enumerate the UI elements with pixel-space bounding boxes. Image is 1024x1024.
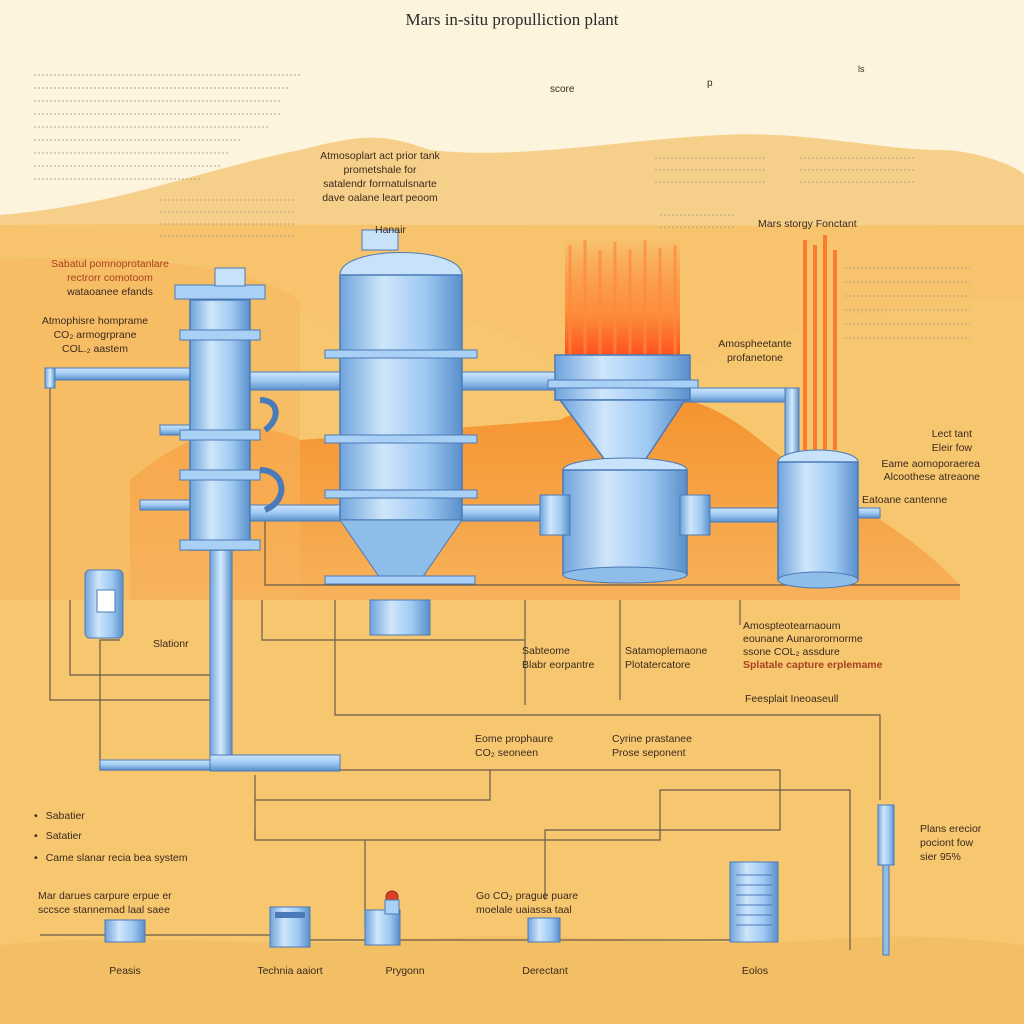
- left-top-label-3: wataoanee efands: [67, 286, 153, 298]
- control-box: [84, 569, 124, 639]
- sensor-pole: [877, 804, 895, 956]
- connector-lines: [40, 380, 960, 950]
- station-label: Slationr: [153, 638, 189, 650]
- ground-label-2: Technia aaiort: [257, 965, 323, 977]
- ground-label-4: Derectant: [522, 965, 568, 977]
- sab2-label-2: Plotatercatore: [625, 659, 691, 671]
- bullet-3: Came slanar recia bea system: [34, 852, 188, 864]
- bottom-mid-label-2: moelale uaiassa taal: [476, 904, 572, 916]
- ls-text: ls: [858, 64, 865, 74]
- tiny-text-rows: [34, 74, 970, 339]
- mid-low-label-3: Cyrine prastanee: [612, 733, 692, 745]
- atmo-low-label-2: eounane Aunarorornorme: [743, 633, 863, 645]
- mars-storage-label: Mars storgy Fonctant: [758, 218, 857, 230]
- drum-tank: [539, 457, 711, 584]
- score-text: score: [550, 84, 575, 95]
- main-tank-label-3: satalendr forrnatulsnarte: [323, 178, 437, 190]
- hopper-reactor: [547, 240, 699, 461]
- bottom-left-label-1: Mar darues carpure erpue er: [38, 890, 172, 902]
- left-mid-label-2: CO₂ armogrprane: [53, 329, 137, 341]
- sab1-label-2: Blabr eorpantre: [522, 659, 595, 671]
- diagram-title: Mars in-situ propulliction plant: [405, 10, 619, 29]
- left-column-tower: [174, 267, 285, 551]
- far-right-label-5: Eatoane cantenne: [862, 494, 948, 506]
- main-tank: [324, 229, 478, 636]
- hill-band: [0, 225, 1024, 380]
- bullet-1: Sabatier: [34, 810, 85, 822]
- storage-tank: [777, 235, 859, 589]
- sab1-label-1: Sabteome: [522, 645, 570, 657]
- feeseplait-label: Feesplait Ineoaseull: [745, 693, 839, 705]
- right-low-label-1: Plans erecior: [920, 823, 982, 835]
- main-pipes: [44, 367, 881, 772]
- left-top-label-2: rectrorr comotoom: [67, 272, 153, 284]
- bottom-left-label-2: sccsce stannemad laal saee: [38, 904, 170, 916]
- ground-label-5: Eolos: [741, 965, 769, 977]
- main-tank-label-1: Atmosoplart act prior tank: [320, 150, 440, 162]
- p-text: p: [707, 78, 713, 89]
- main-tank-label-4: dave oalane leart peoom: [322, 192, 438, 204]
- foreground-dune: [0, 936, 1024, 1024]
- left-mid-label-3: COL.₂ aastem: [62, 343, 128, 355]
- far-right-label-2: Eleir fow: [931, 442, 972, 454]
- flame-right: [803, 235, 837, 450]
- atmo-low-label-4: Splatale capture erplemame: [743, 659, 883, 671]
- mid-low-label-1: Eome prophaure: [475, 733, 554, 745]
- atmo-right-label-1: Amospheetante: [718, 338, 792, 350]
- main-tank-tag: Hanair: [375, 224, 406, 236]
- ground-label-1: Peasis: [109, 965, 141, 977]
- atmo-low-label-1: Amospteotearnaoum: [743, 620, 841, 632]
- ground-equipment: [104, 861, 779, 948]
- ground-label-3: Prygonn: [385, 965, 425, 977]
- atmo-right-label-2: profanetone: [726, 352, 784, 364]
- flame-left: [565, 240, 680, 360]
- bottom-mid-label-1: Go CO₂ prague puare: [476, 890, 579, 902]
- right-low-label-2: pociont fow: [920, 837, 974, 849]
- far-right-label-1: Lect tant: [931, 428, 972, 440]
- left-top-label-1: Sabatul pomnoprotanlare: [51, 258, 169, 270]
- mid-low-label-2: CO₂ seoneen: [475, 747, 539, 759]
- sab2-label-1: Satamoplemaone: [625, 645, 708, 657]
- far-right-label-4: Alcoothese atreaone: [883, 471, 980, 483]
- mid-low-label-4: Prose seponent: [612, 747, 686, 759]
- far-right-label-3: Eame aomoporaerea: [881, 458, 980, 470]
- right-low-label-3: sier 95%: [920, 851, 961, 863]
- left-mid-label-1: Atmophisre homprame: [41, 315, 149, 327]
- bullet-2: Satatier: [34, 830, 82, 842]
- atmo-low-label-3: ssone COL₂ assdure: [743, 646, 840, 658]
- main-tank-label-2: prometshale for: [343, 164, 417, 176]
